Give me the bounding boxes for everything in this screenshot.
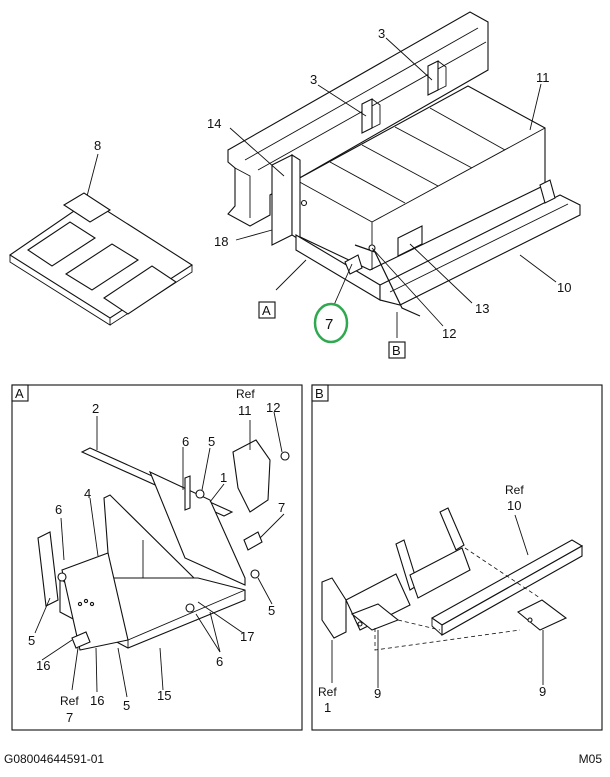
highlight-circle: [313, 302, 349, 344]
panel-a-tag: A: [15, 386, 24, 401]
a-label-2: 2: [92, 401, 99, 416]
a-label-ref-top: Ref: [236, 387, 255, 401]
a-label-5a: 5: [208, 434, 215, 449]
main-leaders: [85, 37, 557, 338]
panel-b-tag: B: [315, 386, 324, 401]
b-label-1: 1: [324, 700, 331, 715]
a-label-5d: 5: [123, 698, 130, 713]
label-8: 8: [94, 138, 101, 153]
svg-text:A: A: [262, 303, 271, 318]
svg-text:B: B: [392, 343, 401, 358]
label-13: 13: [475, 301, 489, 316]
label-7-highlighted: 7: [325, 316, 333, 333]
label-18: 18: [214, 234, 228, 249]
b-label-10: 10: [507, 498, 521, 513]
callout-b: B: [388, 341, 406, 359]
a-label-7: 7: [278, 500, 285, 515]
a-label-12: 12: [266, 400, 280, 415]
label-3a: 3: [378, 26, 385, 41]
a-label-17: 17: [240, 629, 254, 644]
a-label-16b: 16: [90, 693, 104, 708]
a-label-11: 11: [238, 403, 252, 418]
a-label-5b: 5: [268, 603, 275, 618]
a-label-6c: 6: [216, 654, 223, 669]
a-label-16a: 16: [36, 658, 50, 673]
label-10: 10: [557, 280, 571, 295]
main-assembly: [227, 11, 581, 317]
b-label-9a: 9: [374, 686, 381, 701]
a-label-7b: 7: [66, 710, 73, 725]
a-label-4: 4: [84, 486, 91, 501]
b-label-ref-bottom: Ref: [318, 685, 337, 699]
a-label-1: 1: [220, 470, 227, 485]
a-label-15: 15: [157, 688, 171, 703]
a-label-6a: 6: [182, 434, 189, 449]
a-label-5c: 5: [28, 633, 35, 648]
callout-a: A: [258, 301, 276, 319]
tray-part-8: [9, 192, 194, 326]
panel-b: B Ref 10 Ref 1 9 9: [311, 384, 603, 731]
a-label-ref-bottom: Ref: [60, 694, 79, 708]
label-11: 11: [536, 70, 550, 85]
b-label-9b: 9: [539, 684, 546, 699]
a-label-6b: 6: [55, 502, 62, 517]
drawing-number: G08004644591-01: [4, 752, 105, 766]
label-14: 14: [207, 116, 221, 131]
label-3b: 3: [310, 72, 317, 87]
b-label-ref-top: Ref: [505, 483, 524, 497]
label-12: 12: [442, 326, 456, 341]
panel-a: A: [11, 384, 303, 731]
sheet-code: M05: [578, 752, 602, 766]
